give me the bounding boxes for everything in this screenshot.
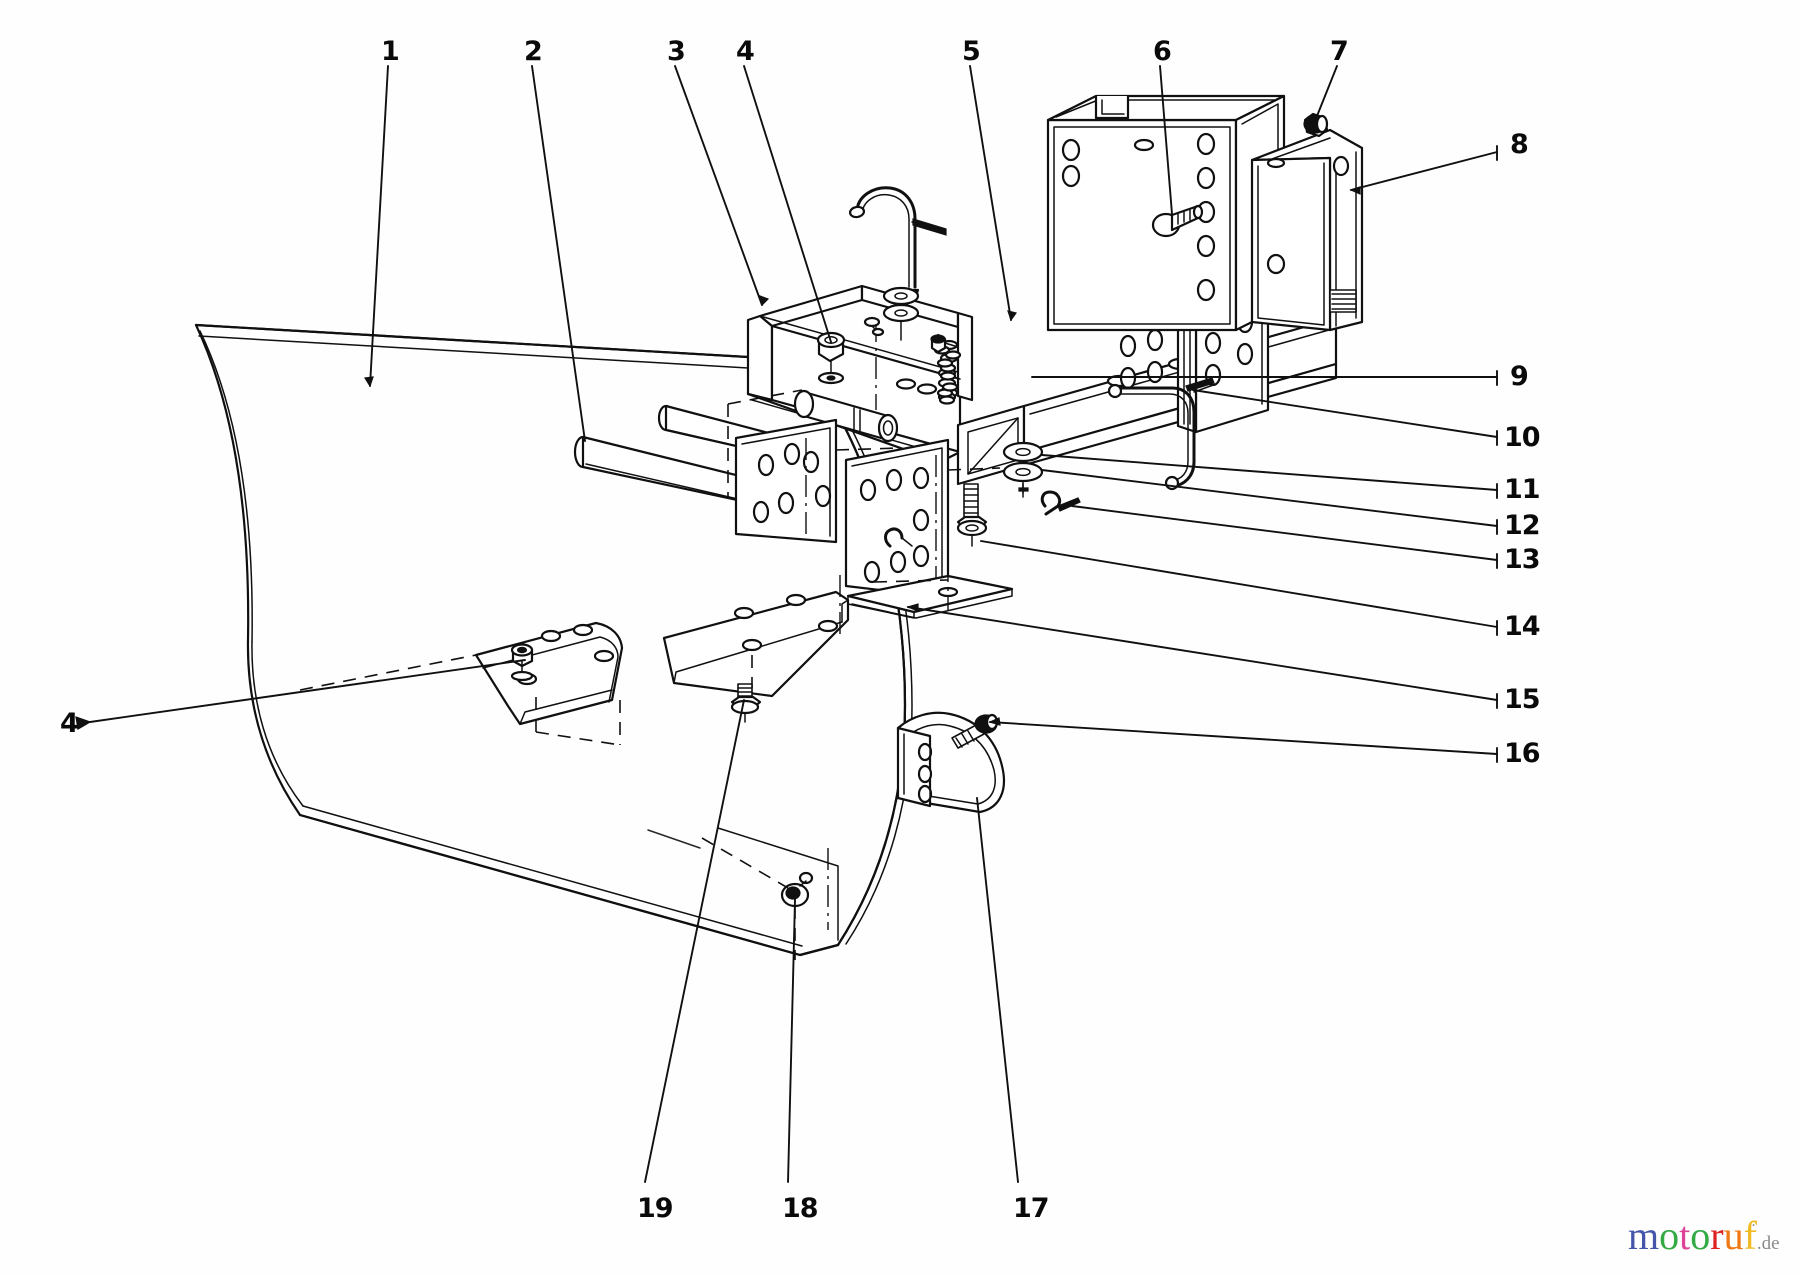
pivot-tube xyxy=(793,389,899,443)
channel-floor-hardware xyxy=(863,316,959,354)
watermark-letter-r: r xyxy=(1710,1213,1724,1258)
watermark-dot-mark: · xyxy=(1751,1218,1756,1234)
washer-stack-lower xyxy=(1002,441,1044,498)
threaded-stud-lower-right xyxy=(1329,289,1357,313)
mounting-plate-right xyxy=(1250,112,1364,332)
callout-1: 1 xyxy=(381,36,400,67)
callout-8: 8 xyxy=(1510,129,1529,160)
hairpin-clip-plate xyxy=(884,527,913,548)
hook-rod-bent xyxy=(1107,377,1217,491)
callout-18: 18 xyxy=(782,1193,819,1224)
watermark-letter-t: t xyxy=(1679,1213,1691,1258)
lock-nut-upper xyxy=(816,331,846,385)
carriage-bolt-upper xyxy=(1151,204,1204,238)
blade-mount-pad-left xyxy=(299,621,624,746)
callout-leader-lines xyxy=(75,65,1498,1183)
lower-horizontal-plate xyxy=(846,560,1014,619)
callout-16: 16 xyxy=(1504,738,1541,769)
cotter-pin-hairpin xyxy=(1040,490,1081,516)
left-side-plate-upper xyxy=(734,418,901,544)
center-mount-bolt xyxy=(730,683,762,723)
watermark-letter-f: f xyxy=(1743,1213,1757,1258)
callout-3: 3 xyxy=(667,36,686,67)
watermark-letter-u: u xyxy=(1723,1213,1744,1258)
callout-10: 10 xyxy=(1504,422,1541,453)
side-bolt-right xyxy=(930,333,959,354)
hook-rod-upper xyxy=(848,186,947,341)
callout-19: 19 xyxy=(637,1193,674,1224)
motoruf-watermark: motoruf.de · xyxy=(1628,1216,1780,1256)
callout-12: 12 xyxy=(1504,510,1541,541)
callout-17: 17 xyxy=(1013,1193,1050,1224)
watermark-suffix: .de xyxy=(1756,1233,1780,1254)
callout-14: 14 xyxy=(1504,611,1541,642)
callout-9: 9 xyxy=(1510,361,1529,392)
callout-4-left: 4 xyxy=(60,708,79,739)
blade-mount-plate-center xyxy=(662,575,850,698)
callout-4: 4 xyxy=(736,36,755,67)
hex-nut-top-plate xyxy=(1303,112,1329,138)
callout-6: 6 xyxy=(1153,36,1172,67)
callout-7: 7 xyxy=(1330,36,1349,67)
skid-shoe xyxy=(896,711,1006,814)
callout-5: 5 xyxy=(962,36,981,67)
lower-side-plate xyxy=(844,438,1001,600)
blade-lower-bolt xyxy=(701,827,839,960)
watermark-letter-o1: o xyxy=(1659,1213,1680,1258)
skid-shoe-bolt xyxy=(951,713,999,749)
callout-2: 2 xyxy=(524,36,543,67)
washer-pair-upper xyxy=(882,286,920,341)
hex-bolt-vertical xyxy=(956,483,988,547)
watermark-letter-m: m xyxy=(1628,1213,1660,1258)
cotter-pin-upper xyxy=(911,218,947,236)
callout-13: 13 xyxy=(1504,544,1541,575)
watermark-letter-o2: o xyxy=(1690,1213,1711,1258)
callout-15: 15 xyxy=(1504,684,1541,715)
callout-11: 11 xyxy=(1504,474,1541,505)
